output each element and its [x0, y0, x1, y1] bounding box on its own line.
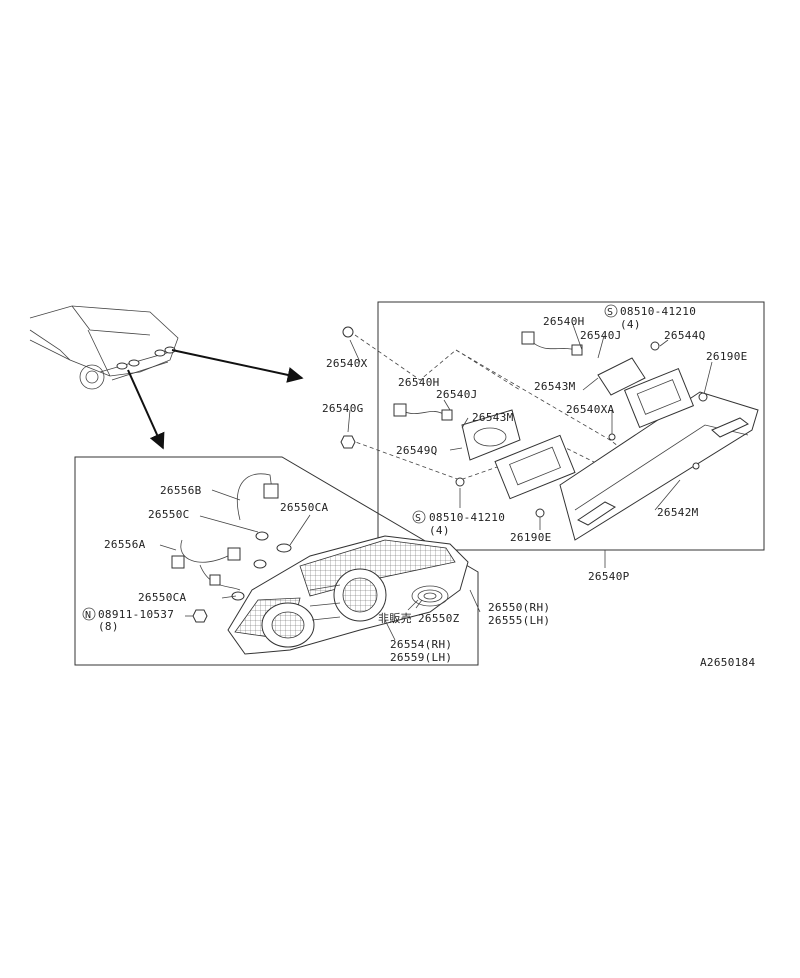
arrow-to-garnish: [171, 349, 304, 383]
label-screw-upper-qty: (4): [620, 318, 641, 331]
label-screw-lower: 08510-41210: [429, 511, 505, 524]
arrow-to-lamp: [127, 369, 165, 450]
label-26540XA: 26540XA: [566, 403, 615, 416]
label-26540H-upper: 26540H: [543, 315, 585, 328]
label-26550-rh: 26550(RH): [488, 601, 550, 614]
label-26549Q: 26549Q: [396, 444, 438, 457]
label-26544Q: 26544Q: [664, 329, 706, 342]
label-26556B: 26556B: [160, 484, 202, 497]
label-not-sold: 非販売: [378, 612, 412, 625]
label-screw-upper: 08510-41210: [620, 305, 696, 318]
symbol-s-circle-upper: [604, 304, 618, 318]
symbol-n: N: [85, 610, 91, 621]
label-26540J-upper: 26540J: [580, 329, 622, 342]
combination-lamp-panel: [74, 456, 481, 666]
symbol-s-lower: S: [415, 513, 421, 524]
diagram-code: A2650184: [700, 656, 755, 669]
label-26550Z: 26550Z: [418, 612, 460, 625]
symbol-s-upper: S: [607, 307, 613, 318]
label-26190E-upper: 26190E: [706, 350, 748, 363]
label-nut: 08911-10537: [98, 608, 174, 621]
label-nut-qty: (8): [98, 620, 119, 633]
symbol-s-circle-lower: [412, 510, 426, 524]
car-rear-illustration: [29, 305, 304, 450]
label-26555-lh: 26555(LH): [488, 614, 550, 627]
callout-labels: 26540X 26540G 26540H 26540J 26540H 26540…: [82, 304, 755, 669]
label-26540J-lower: 26540J: [436, 388, 478, 401]
finisher-panel: [340, 301, 765, 568]
label-26554-rh: 26554(RH): [390, 638, 452, 651]
label-26550C: 26550C: [148, 508, 190, 521]
label-26542M: 26542M: [657, 506, 699, 519]
label-26556A: 26556A: [104, 538, 146, 551]
label-26540P: 26540P: [588, 570, 630, 583]
label-26543M-upper: 26543M: [534, 380, 576, 393]
label-26543M-lower: 26543M: [472, 411, 514, 424]
label-26540G: 26540G: [322, 402, 364, 415]
label-26540X: 26540X: [326, 357, 368, 370]
label-26190E-lower: 26190E: [510, 531, 552, 544]
label-26550CA-upper: 26550CA: [280, 501, 329, 514]
sealant-coil: [411, 585, 449, 607]
symbol-n-circle: [82, 607, 96, 621]
label-screw-lower-qty: (4): [429, 524, 450, 537]
label-26559-lh: 26559(LH): [390, 651, 452, 664]
label-26550CA-lower: 26550CA: [138, 591, 187, 604]
label-26540H-lower: 26540H: [398, 376, 440, 389]
